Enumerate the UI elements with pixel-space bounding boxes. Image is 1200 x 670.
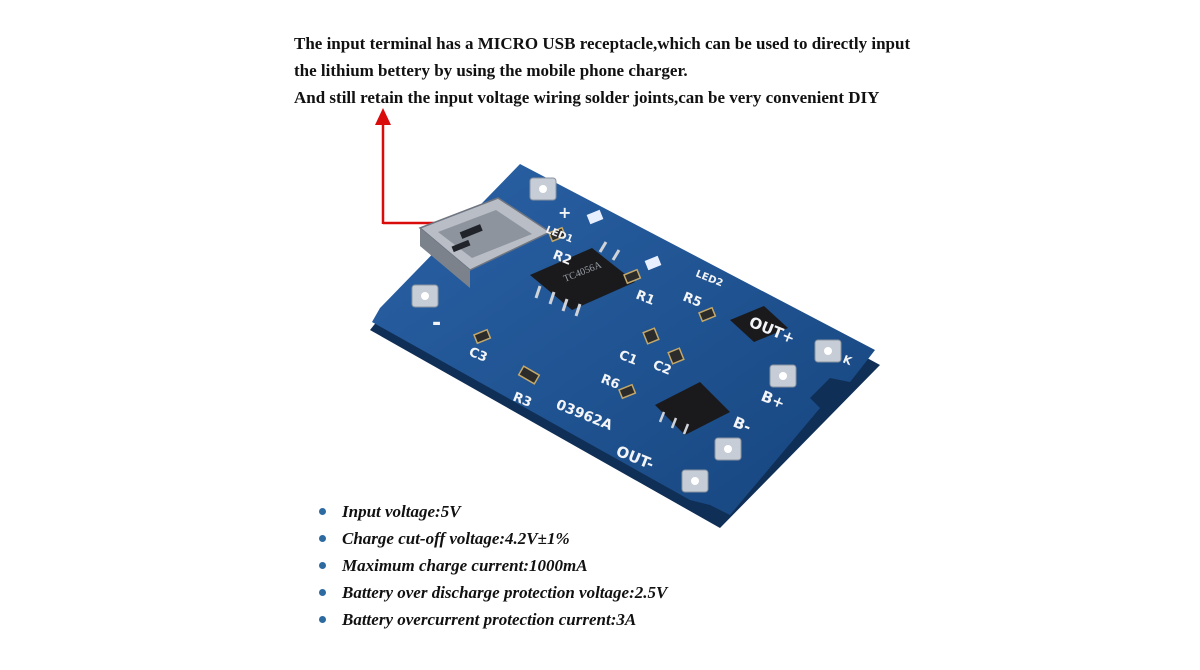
led2-icon	[644, 255, 662, 271]
silk-r2: R2	[551, 248, 574, 269]
intro-line-2: the lithium bettery by using the mobile …	[294, 61, 688, 80]
list-item: Input voltage:5V	[316, 498, 667, 525]
silk-minus: -	[432, 311, 441, 336]
list-item: Battery overcurrent protection current:3…	[316, 606, 667, 633]
dot-icon	[319, 535, 326, 542]
silk-r3: R3	[511, 390, 534, 411]
silk-c2: C2	[651, 358, 674, 379]
intro-line-3: And still retain the input voltage wirin…	[294, 88, 880, 107]
intro-line-1: The input terminal has a MICRO USB recep…	[294, 34, 911, 53]
charger-chip: TC4056A	[530, 241, 635, 317]
dot-icon	[319, 589, 326, 596]
list-item: Charge cut-off voltage:4.2V±1%	[316, 525, 667, 552]
silk-r1: R1	[634, 288, 657, 309]
micro-usb-receptacle	[418, 197, 552, 288]
dot-icon	[319, 508, 326, 515]
silk-c1: C1	[617, 348, 640, 369]
silk-c3: C3	[467, 345, 490, 366]
list-item: Battery over discharge protection voltag…	[316, 579, 667, 606]
spec-list: Input voltage:5V Charge cut-off voltage:…	[316, 498, 667, 633]
led1-icon	[586, 209, 604, 225]
charger-board-image: TC4056A + - LED1 LED2 R2 R1 R5 R6 R3 C1 …	[370, 164, 880, 528]
silk-plus: +	[558, 203, 571, 222]
list-item: Maximum charge current:1000mA	[316, 552, 667, 579]
silk-r5: R5	[681, 290, 704, 311]
intro-text: The input terminal has a MICRO USB recep…	[294, 30, 1174, 111]
silk-r6: R6	[599, 372, 622, 393]
dot-icon	[319, 562, 326, 569]
silk-b-minus: B-	[731, 413, 754, 436]
protection-chip	[655, 306, 788, 435]
dot-icon	[319, 616, 326, 623]
